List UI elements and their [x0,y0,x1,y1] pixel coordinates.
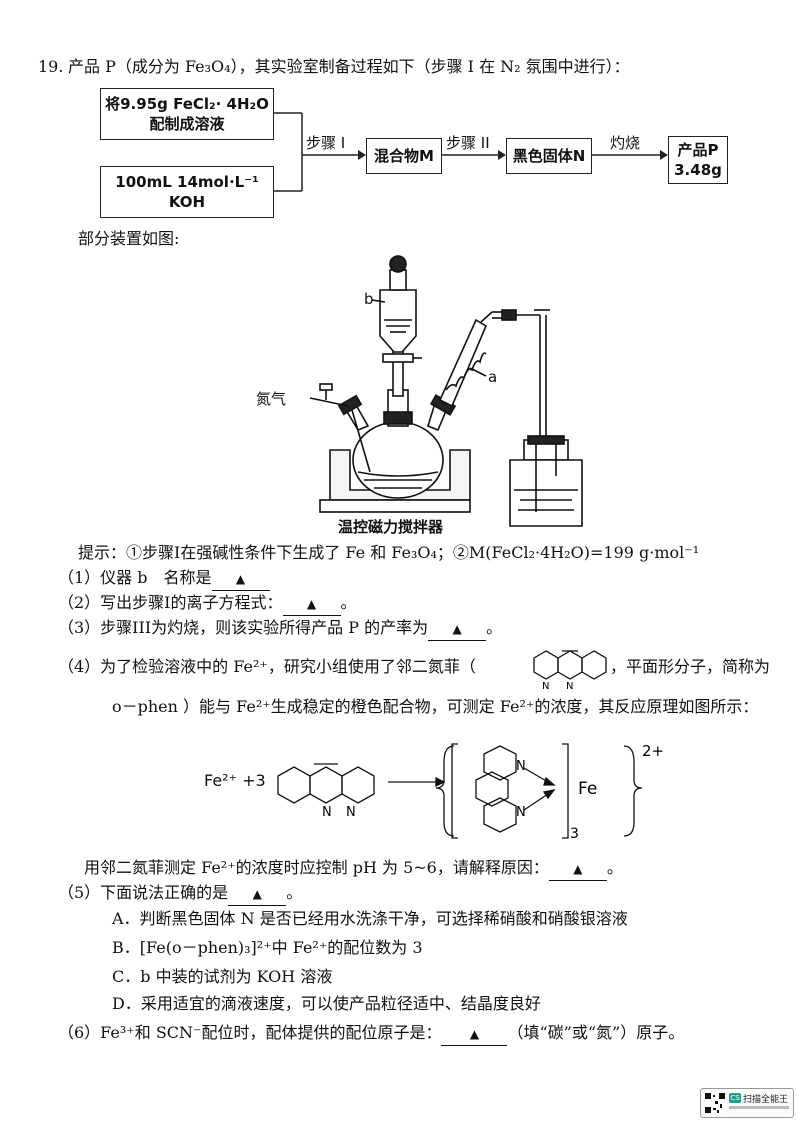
question-intro: 产品 P（成分为 Fe₃O₄），其实验室制备过程如下（步骤 I 在 N₂ 氛围中… [68,57,630,76]
flow-box-koh-line1: 100mL 14mol·L⁻¹ [115,173,259,191]
complex-subscript-3: 3 [570,826,579,842]
apparatus-caption: 部分装置如图: [78,229,180,248]
q4-line2: o－phen ）能与 Fe²⁺生成稳定的橙色配合物，可测定 Fe²⁺的浓度，其反… [112,697,759,716]
label-b: b [364,290,374,308]
flow-step1-label: 步骤 I [306,134,346,152]
q2: （2）写出步骤I的离子方程式： ▲ 。 [58,592,357,616]
flow-box-mixture: 混合物M [366,138,442,174]
q4-line3-end: 。 [606,858,623,877]
complex-fe: Fe [578,779,597,799]
label-stirrer: 温控磁力搅拌器 [338,518,444,536]
hint-text: 提示：①步骤I在强碱性条件下生成了 Fe 和 Fe₃O₄；②M(FeCl₂·4H… [78,543,700,562]
phenanthroline-small-structure: N N [533,650,607,692]
complex-n-top: N [516,759,526,774]
flow-box-product-line1: 产品P [677,141,719,159]
q5-option-b: B．[Fe(o－phen)₃]²⁺中 Fe²⁺的配位数为 3 [112,938,423,957]
q2-end: 。 [340,593,357,612]
q4-line1b: ，平面形分子，简称为 [610,657,771,676]
q5-option-a: A．判断黑色固体 N 是否已经用水洗涤干净，可选择稀硝酸和硝酸银溶液 [112,909,628,928]
answer-triangle-icon: ▲ [469,1027,480,1041]
q2-blank[interactable]: ▲ [282,592,341,616]
q6-text: （6）Fe³⁺和 SCN⁻配位时，配体提供的配位原子是： [58,1023,442,1042]
q1-text: （1）仪器 b 名称是 [58,568,212,587]
qr-code-icon [704,1092,726,1114]
q4-blank[interactable]: ▲ [548,857,607,881]
small-n-left: N [542,681,549,692]
flow-box-fecl2: 将9.95g FeCl₂· 4H₂O 配制成溶液 [100,88,274,140]
q5-option-c: C．b 中装的试剂为 KOH 溶液 [112,967,333,986]
q3-blank[interactable]: ▲ [428,617,487,641]
flow-box-fecl2-line2: 配制成溶液 [149,115,225,133]
equation-left: Fe²⁺ +3 [204,771,266,790]
q3-text: （3）步骤III为灼烧，则该实验所得产品 P 的产率为 [58,618,429,637]
answer-triangle-icon: ▲ [235,572,246,586]
watermark-title: 扫描全能王 [743,1095,789,1105]
answer-triangle-icon: ▲ [452,622,462,636]
flow-box-product: 产品P 3.48g [668,136,728,184]
q2-text: （2）写出步骤I的离子方程式： [58,593,283,612]
q1: （1）仪器 b 名称是 ▲ [58,567,270,591]
flow-box-black-solid: 黑色固体N [506,138,592,174]
label-nitrogen: 氮气 [256,390,287,408]
label-a: a [488,368,498,386]
answer-triangle-icon: ▲ [573,862,583,876]
q5-text: （5）下面说法正确的是 [58,883,229,902]
answer-triangle-icon: ▲ [252,887,262,901]
q3-end: 。 [486,618,503,637]
q5: （5）下面说法正确的是 ▲ 。 [58,882,302,906]
answer-triangle-icon: ▲ [306,597,317,611]
flow-step2-label: 步骤 II [446,134,490,152]
flow-connectors [273,112,668,192]
apparatus-drawing [309,255,583,527]
flow-box-koh-line2: KOH [168,193,206,211]
q6-end: （填“碳”或“氮”）原子。 [507,1023,685,1042]
complex-charge: 2+ [642,742,664,760]
q6: （6）Fe³⁺和 SCN⁻配位时，配体提供的配位原子是： ▲ （填“碳”或“氮”）原… [58,1022,684,1046]
eq-n-right: N [346,805,356,820]
q5-blank[interactable]: ▲ [228,882,287,906]
q4-line3-text: 用邻二氮菲测定 Fe²⁺的浓度时应控制 pH 为 5~6，请解释原因： [84,858,549,877]
flow-box-product-line2: 3.48g [674,161,722,179]
eq-n-left: N [322,805,332,820]
q1-blank[interactable]: ▲ [211,567,270,591]
cs-badge: CS [729,1093,741,1103]
q3: （3）步骤III为灼烧，则该实验所得产品 P 的产率为 ▲ 。 [58,617,502,641]
flow-box-fecl2-line1: 将9.95g FeCl₂· 4H₂O [105,95,269,113]
q4-line1a: （4）为了检验溶液中的 Fe²⁺，研究小组使用了邻二氮菲（ [58,657,476,676]
q6-blank[interactable]: ▲ [441,1022,508,1046]
watermark-subtext-bar [729,1106,789,1109]
q4-line3: 用邻二氮菲测定 Fe²⁺的浓度时应控制 pH 为 5~6，请解释原因： ▲ 。 [84,857,623,881]
scanner-watermark: CS 扫描全能王 [700,1088,794,1118]
complex-n-bottom: N [516,805,526,820]
q5-end: 。 [286,883,303,902]
q5-option-d: D．采用适宜的滴液速度，可以使产品粒径适中、结晶度良好 [112,994,541,1013]
small-n-right: N [566,681,573,692]
reaction-diagram: N N N N Fe 3 2+ [277,742,664,842]
question-number: 19. [38,57,64,76]
flow-box-koh: 100mL 14mol·L⁻¹ KOH [100,166,274,218]
flow-calcine-label: 灼烧 [610,134,641,152]
